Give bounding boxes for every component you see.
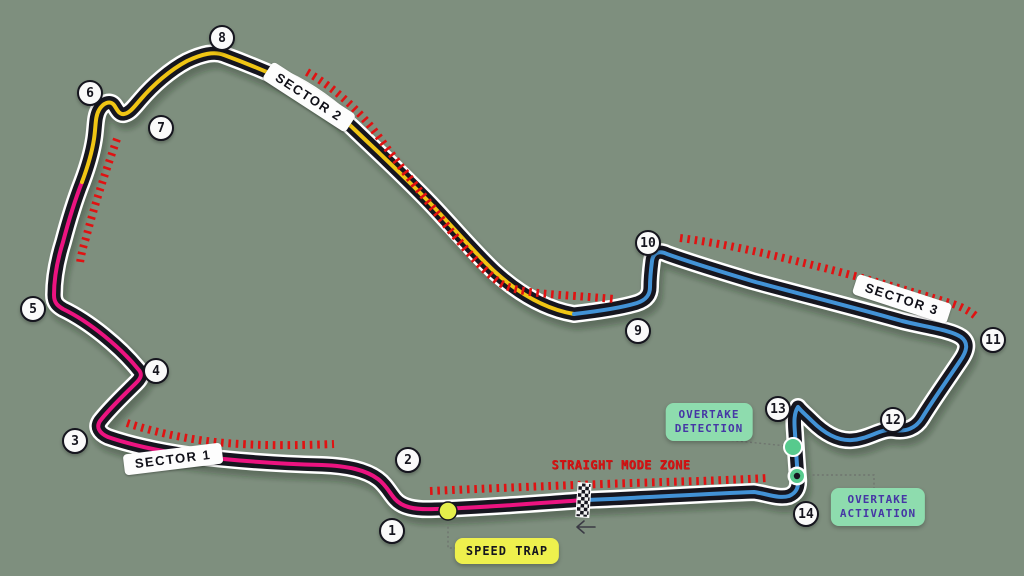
- turn-marker-6: 6: [77, 80, 103, 106]
- turn-marker-2: 2: [395, 447, 421, 473]
- overtake-activation-line1: OVERTAKE: [847, 493, 909, 506]
- overtake-detection-line1: OVERTAKE: [678, 408, 740, 421]
- red-tick-markers: [76, 68, 980, 495]
- overtake-activation-dot: [787, 466, 807, 486]
- turn-marker-12: 12: [880, 407, 906, 433]
- turn-marker-5: 5: [20, 296, 46, 322]
- red-ticks-sector1: [125, 419, 335, 450]
- turn-marker-7: 7: [148, 115, 174, 141]
- speed-trap-dot: [438, 501, 458, 521]
- sector3-line: [572, 250, 969, 502]
- turn-marker-11: 11: [980, 327, 1006, 353]
- turn-marker-8: 8: [209, 25, 235, 51]
- turn-marker-1: 1: [379, 518, 405, 544]
- overtake-activation-connector: [808, 474, 875, 490]
- connector-lines: [447, 438, 875, 549]
- overtake-detection-dot: [783, 437, 803, 457]
- turn-marker-4: 4: [143, 358, 169, 384]
- overtake-activation-line2: ACTIVATION: [839, 507, 917, 520]
- start-finish-line: [575, 482, 592, 518]
- direction-arrow-icon: [576, 520, 596, 534]
- turn-marker-13: 13: [765, 396, 791, 422]
- track-asphalt: [47, 46, 973, 516]
- sector1-line: [52, 180, 587, 512]
- straight-mode-zone-text: STRAIGHT MODE ZONE: [551, 458, 691, 472]
- red-ticks-sector3-straight: [679, 234, 980, 321]
- turn-marker-10: 10: [635, 230, 661, 256]
- speed-trap-badge: SPEED TRAP: [454, 538, 560, 564]
- overtake-activation-badge: OVERTAKE ACTIVATION: [830, 488, 926, 526]
- turn-marker-9: 9: [625, 318, 651, 344]
- turn-marker-14: 14: [793, 501, 819, 527]
- overtake-detection-line2: DETECTION: [674, 422, 744, 435]
- turn-marker-3: 3: [62, 428, 88, 454]
- red-ticks-sector2-diagonal: [305, 68, 615, 303]
- overtake-detection-badge: OVERTAKE DETECTION: [665, 403, 753, 441]
- red-ticks-left-inside: [76, 137, 121, 264]
